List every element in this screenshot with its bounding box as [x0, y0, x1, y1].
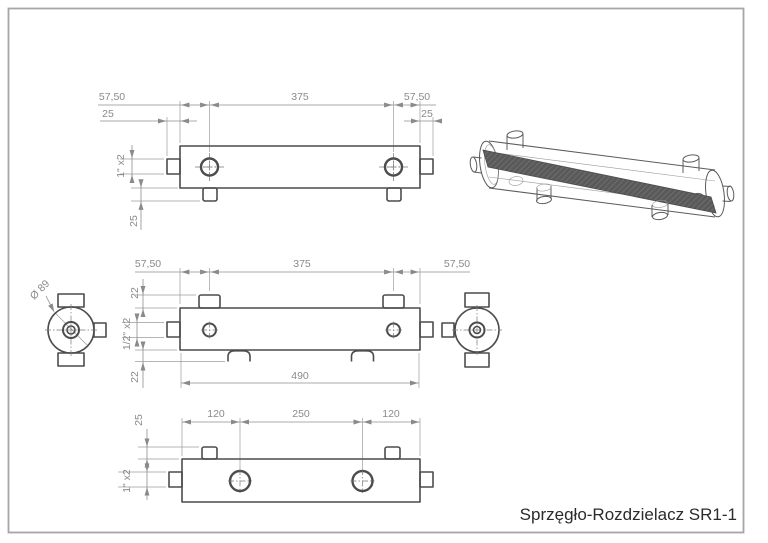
dim-label-side-top-port: 22 — [129, 287, 141, 299]
nozzle-stub-bottom-left — [536, 183, 552, 205]
end-view-right — [441, 292, 502, 368]
shell-end-right — [705, 169, 725, 218]
sheet-border — [7, 7, 745, 534]
dim-label-top-end-right: 57,50 — [404, 91, 430, 103]
bottom-view-body — [168, 446, 434, 503]
dim-label-side-end-right: 57,50 — [444, 258, 470, 270]
dim-label-top-inset-left: 25 — [102, 108, 114, 120]
body-outline — [179, 145, 421, 189]
nozzle-stub-top-right — [682, 154, 700, 173]
center-port-ring — [62, 321, 80, 339]
dim-label-bottom-left: 120 — [207, 408, 225, 420]
center-port-hole — [66, 325, 76, 335]
body-outline — [179, 307, 421, 351]
baffle-plate — [482, 149, 717, 214]
dim-label-bottom-right: 120 — [382, 408, 400, 420]
shell-hole-left — [508, 176, 524, 186]
dim-label-side-span: 375 — [293, 258, 311, 270]
top-view-dimensions: 57,50 375 57,50 25 25 1" x2 25 — [98, 91, 443, 230]
nozzle-stub-top-left — [506, 130, 524, 150]
dim-label-side-total: 490 — [291, 370, 309, 382]
axial-nozzle-right — [722, 185, 735, 202]
dim-label-top-inset-right: 25 — [421, 108, 433, 120]
dim-label-side-bottom-port: 22 — [129, 371, 141, 383]
dim-label-side-port: 1/2" x2 — [121, 318, 133, 350]
center-port-hole — [472, 325, 482, 335]
dim-label-top-bottom-port: 25 — [128, 215, 140, 227]
shell-hole-right — [689, 192, 705, 204]
top-view: 57,50 375 57,50 25 25 1" x2 25 — [98, 91, 443, 230]
top-view-body — [166, 145, 434, 202]
dim-label-bottom-port: 1" x2 — [121, 469, 133, 493]
isometric-view — [469, 130, 735, 221]
axial-nozzle-left — [469, 156, 482, 174]
drawing-title: Sprzęgło-Rozdzielacz SR1-1 — [520, 505, 737, 524]
dim-label-top-span: 375 — [291, 91, 309, 103]
dim-label-top-end-left: 57,50 — [99, 91, 125, 103]
dim-label-bottom-span: 250 — [292, 408, 310, 420]
top-port-circle-right — [383, 157, 404, 177]
top-port-circle-left — [199, 157, 220, 177]
dim-label-bottom-top-offset: 25 — [133, 414, 145, 426]
end-view-left — [45, 293, 107, 367]
dim-label-top-port: 1" x2 — [115, 154, 127, 178]
side-view-body — [166, 294, 434, 362]
body-outline — [181, 458, 421, 503]
nozzle-stub-bottom-right — [651, 200, 669, 221]
dim-label-side-end-left: 57,50 — [135, 258, 161, 270]
center-port-ring — [468, 321, 486, 339]
bottom-view-dimensions: 120 250 120 25 1" x2 — [118, 408, 421, 500]
bottom-view: 120 250 120 25 1" x2 — [118, 408, 434, 503]
